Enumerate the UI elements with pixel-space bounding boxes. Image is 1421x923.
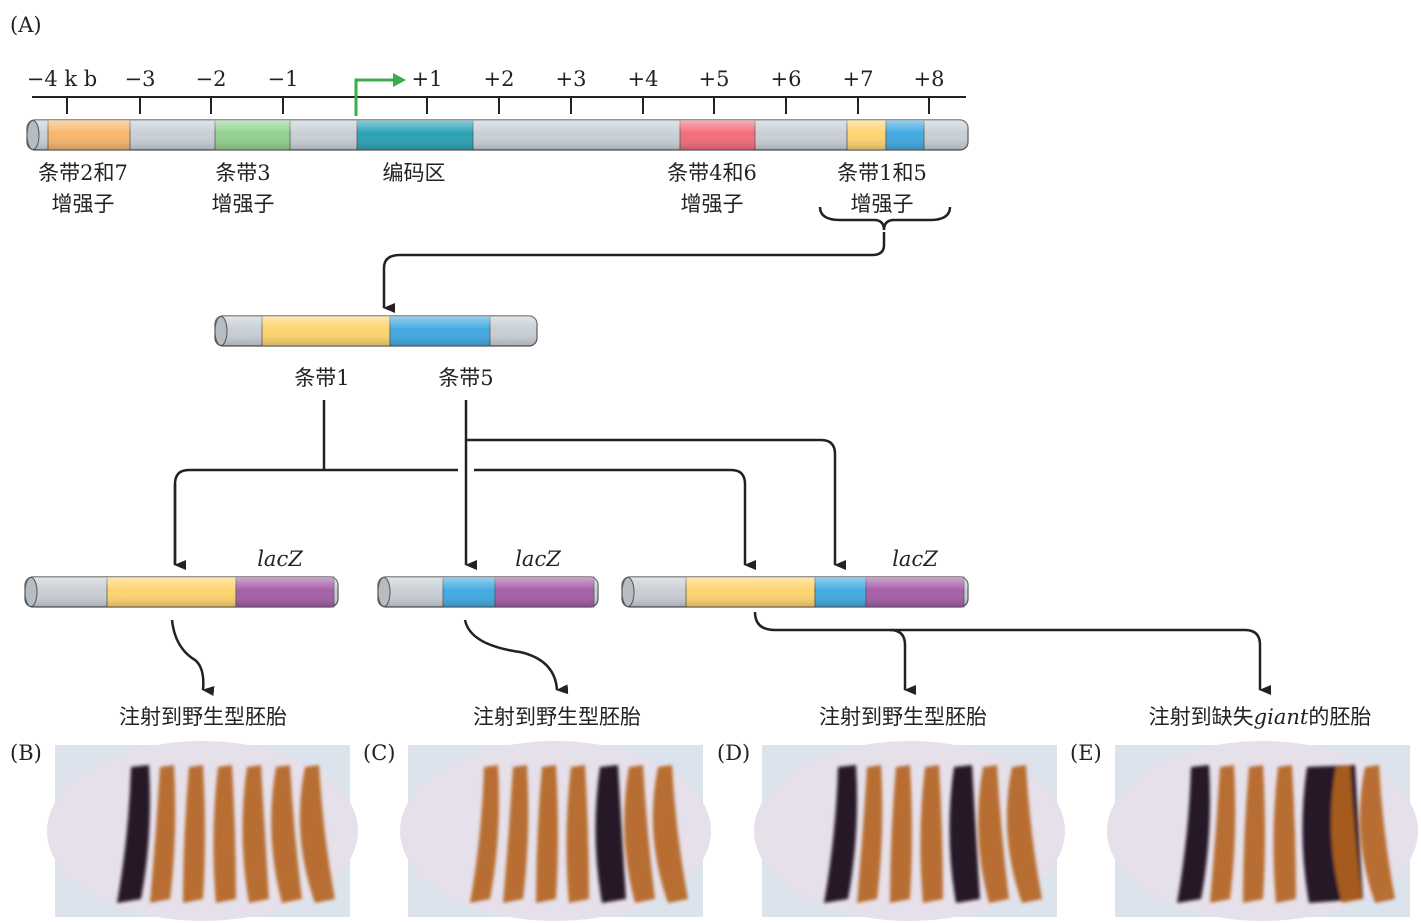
stripe <box>857 765 883 903</box>
stripe <box>1210 765 1236 903</box>
label-stripe-2-7: 条带2和7 <box>38 161 128 185</box>
scale-tick-label: +2 <box>484 67 515 91</box>
kb-scale: −4 k b −3 −2 −1 +1 +2 +3 +4 +5 +6 +7 +8 <box>27 67 966 114</box>
stripe <box>183 765 205 903</box>
scale-tick-label: −4 k b <box>27 67 97 91</box>
stripe <box>652 765 688 903</box>
stripe <box>1006 765 1042 903</box>
scale-tick-label: +3 <box>556 67 587 91</box>
label-enhancer: 增强子 <box>212 192 275 216</box>
construct-stripe1-lacz <box>24 576 339 608</box>
label-stripe-1: 条带1 <box>294 366 349 390</box>
stripe <box>624 765 655 903</box>
scale-tick-label: −3 <box>125 67 156 91</box>
brace <box>818 206 952 231</box>
scale-tick-label: −2 <box>196 67 227 91</box>
stripe <box>242 765 269 903</box>
scale-tick-label: +8 <box>914 67 945 91</box>
arrow-to-excerpt <box>382 232 886 313</box>
stripe <box>150 765 176 903</box>
scale-tick-label: +4 <box>628 67 659 91</box>
stripe <box>1243 765 1265 903</box>
label-stripe-3: 条带3 <box>215 161 270 185</box>
stripe <box>566 765 589 903</box>
caption-b: 注射到野生型胚胎 <box>119 705 287 729</box>
stripe <box>920 765 943 903</box>
dark-stripe <box>595 765 626 903</box>
construct-stripe5-lacz <box>377 576 599 608</box>
embryo-image-d <box>754 741 1065 921</box>
caption-d: 注射到野生型胚胎 <box>819 705 987 729</box>
lacz-label: lacZ <box>257 547 303 571</box>
label-enhancer: 增强子 <box>52 192 115 216</box>
scale-tick-label: +1 <box>412 67 443 91</box>
dark-stripe <box>1177 765 1210 903</box>
panel-label-b: (B) <box>10 741 42 765</box>
stripe <box>1273 765 1296 903</box>
gene-bar <box>26 119 969 151</box>
arrowhead-icon <box>393 73 406 87</box>
lacz-label: lacZ <box>892 547 938 571</box>
construct-stripe1-5-lacz <box>621 576 969 608</box>
stripe <box>271 765 302 903</box>
caption-e: 注射到缺失giant的胚胎 <box>1149 705 1372 729</box>
stripe <box>299 765 335 903</box>
label-enhancer: 增强子 <box>851 192 914 216</box>
label-stripe-1-5: 条带1和5 <box>837 161 927 185</box>
stripe <box>503 765 529 903</box>
label-coding-region: 编码区 <box>383 161 446 185</box>
scale-tick-label: −1 <box>268 67 299 91</box>
stripe <box>978 765 1009 903</box>
stripe <box>890 765 912 903</box>
scale-tick-label: +7 <box>843 67 874 91</box>
excerpt-bar <box>214 315 538 347</box>
transcription-start-arrow-icon <box>354 78 395 116</box>
stripe <box>213 765 236 903</box>
caption-c: 注射到野生型胚胎 <box>473 705 641 729</box>
injection-arrows <box>170 611 1271 696</box>
label-stripe-4-6: 条带4和6 <box>667 161 757 185</box>
scale-tick-label: +5 <box>699 67 730 91</box>
dark-stripe <box>117 765 150 903</box>
scale-tick-label: +6 <box>771 67 802 91</box>
lacz-label: lacZ <box>515 547 561 571</box>
label-stripe-5: 条带5 <box>438 366 493 390</box>
panel-label-d: (D) <box>717 741 750 765</box>
dark-stripe <box>949 765 980 903</box>
stripe <box>1359 765 1395 903</box>
embryo-image-b <box>47 741 358 921</box>
panel-label-e: (E) <box>1070 741 1102 765</box>
dark-stripe <box>824 765 857 903</box>
panel-label-a: (A) <box>10 13 42 37</box>
label-enhancer: 增强子 <box>681 192 744 216</box>
stripe <box>470 765 499 903</box>
stripe <box>1331 765 1362 903</box>
embryo-image-c <box>400 741 711 921</box>
stripe <box>536 765 558 903</box>
construct-arrows <box>173 400 846 565</box>
panel-label-c: (C) <box>363 741 395 765</box>
embryo-image-e <box>1107 741 1418 921</box>
